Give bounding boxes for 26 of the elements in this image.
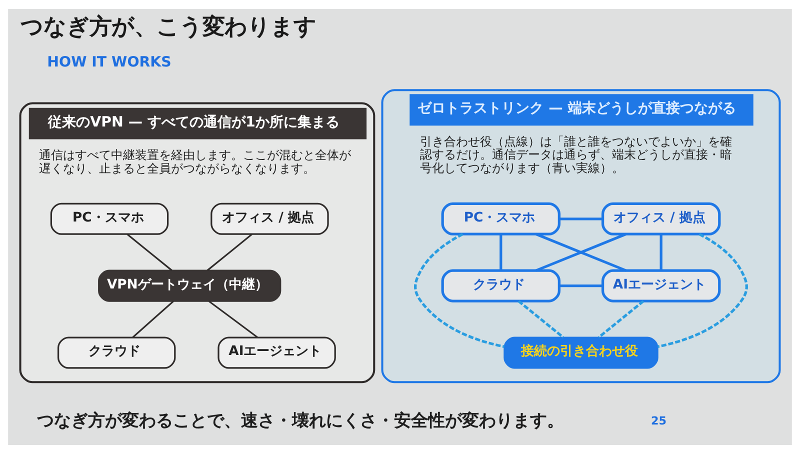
- node-box: オフィス / 拠点: [601, 202, 721, 235]
- node-box: AIエージェント: [601, 268, 721, 302]
- label: つなぎ方が変わることで、速さ・壊れにくさ・安全性が変わります。: [37, 410, 564, 430]
- connector: [500, 234, 502, 270]
- label: HOW IT WORKS: [47, 54, 172, 70]
- connector: [518, 300, 564, 338]
- connector: [132, 300, 174, 338]
- connector: [598, 300, 644, 338]
- node-box: オフィス / 拠点: [210, 202, 329, 234]
- node-box: クラウド: [57, 336, 176, 368]
- node-box: AIエージェント: [218, 336, 336, 368]
- connector: [660, 234, 662, 270]
- connector: [559, 284, 603, 287]
- label: 25: [650, 414, 666, 428]
- node-box: VPNゲートウェイ（中継）: [98, 269, 282, 302]
- connector: [206, 233, 252, 271]
- connector: [559, 217, 603, 220]
- connector: [126, 233, 172, 271]
- node-box: 接続の引き合わせ役: [504, 336, 658, 368]
- node-box: クラウド: [441, 268, 560, 302]
- connector: [208, 300, 258, 338]
- node-box: PC・スマホ: [50, 202, 169, 234]
- node-box: PC・スマホ: [441, 202, 560, 235]
- connector: [414, 232, 505, 348]
- connector: [657, 232, 748, 348]
- diagram-title: つなぎ方が、こう変わります: [20, 13, 316, 40]
